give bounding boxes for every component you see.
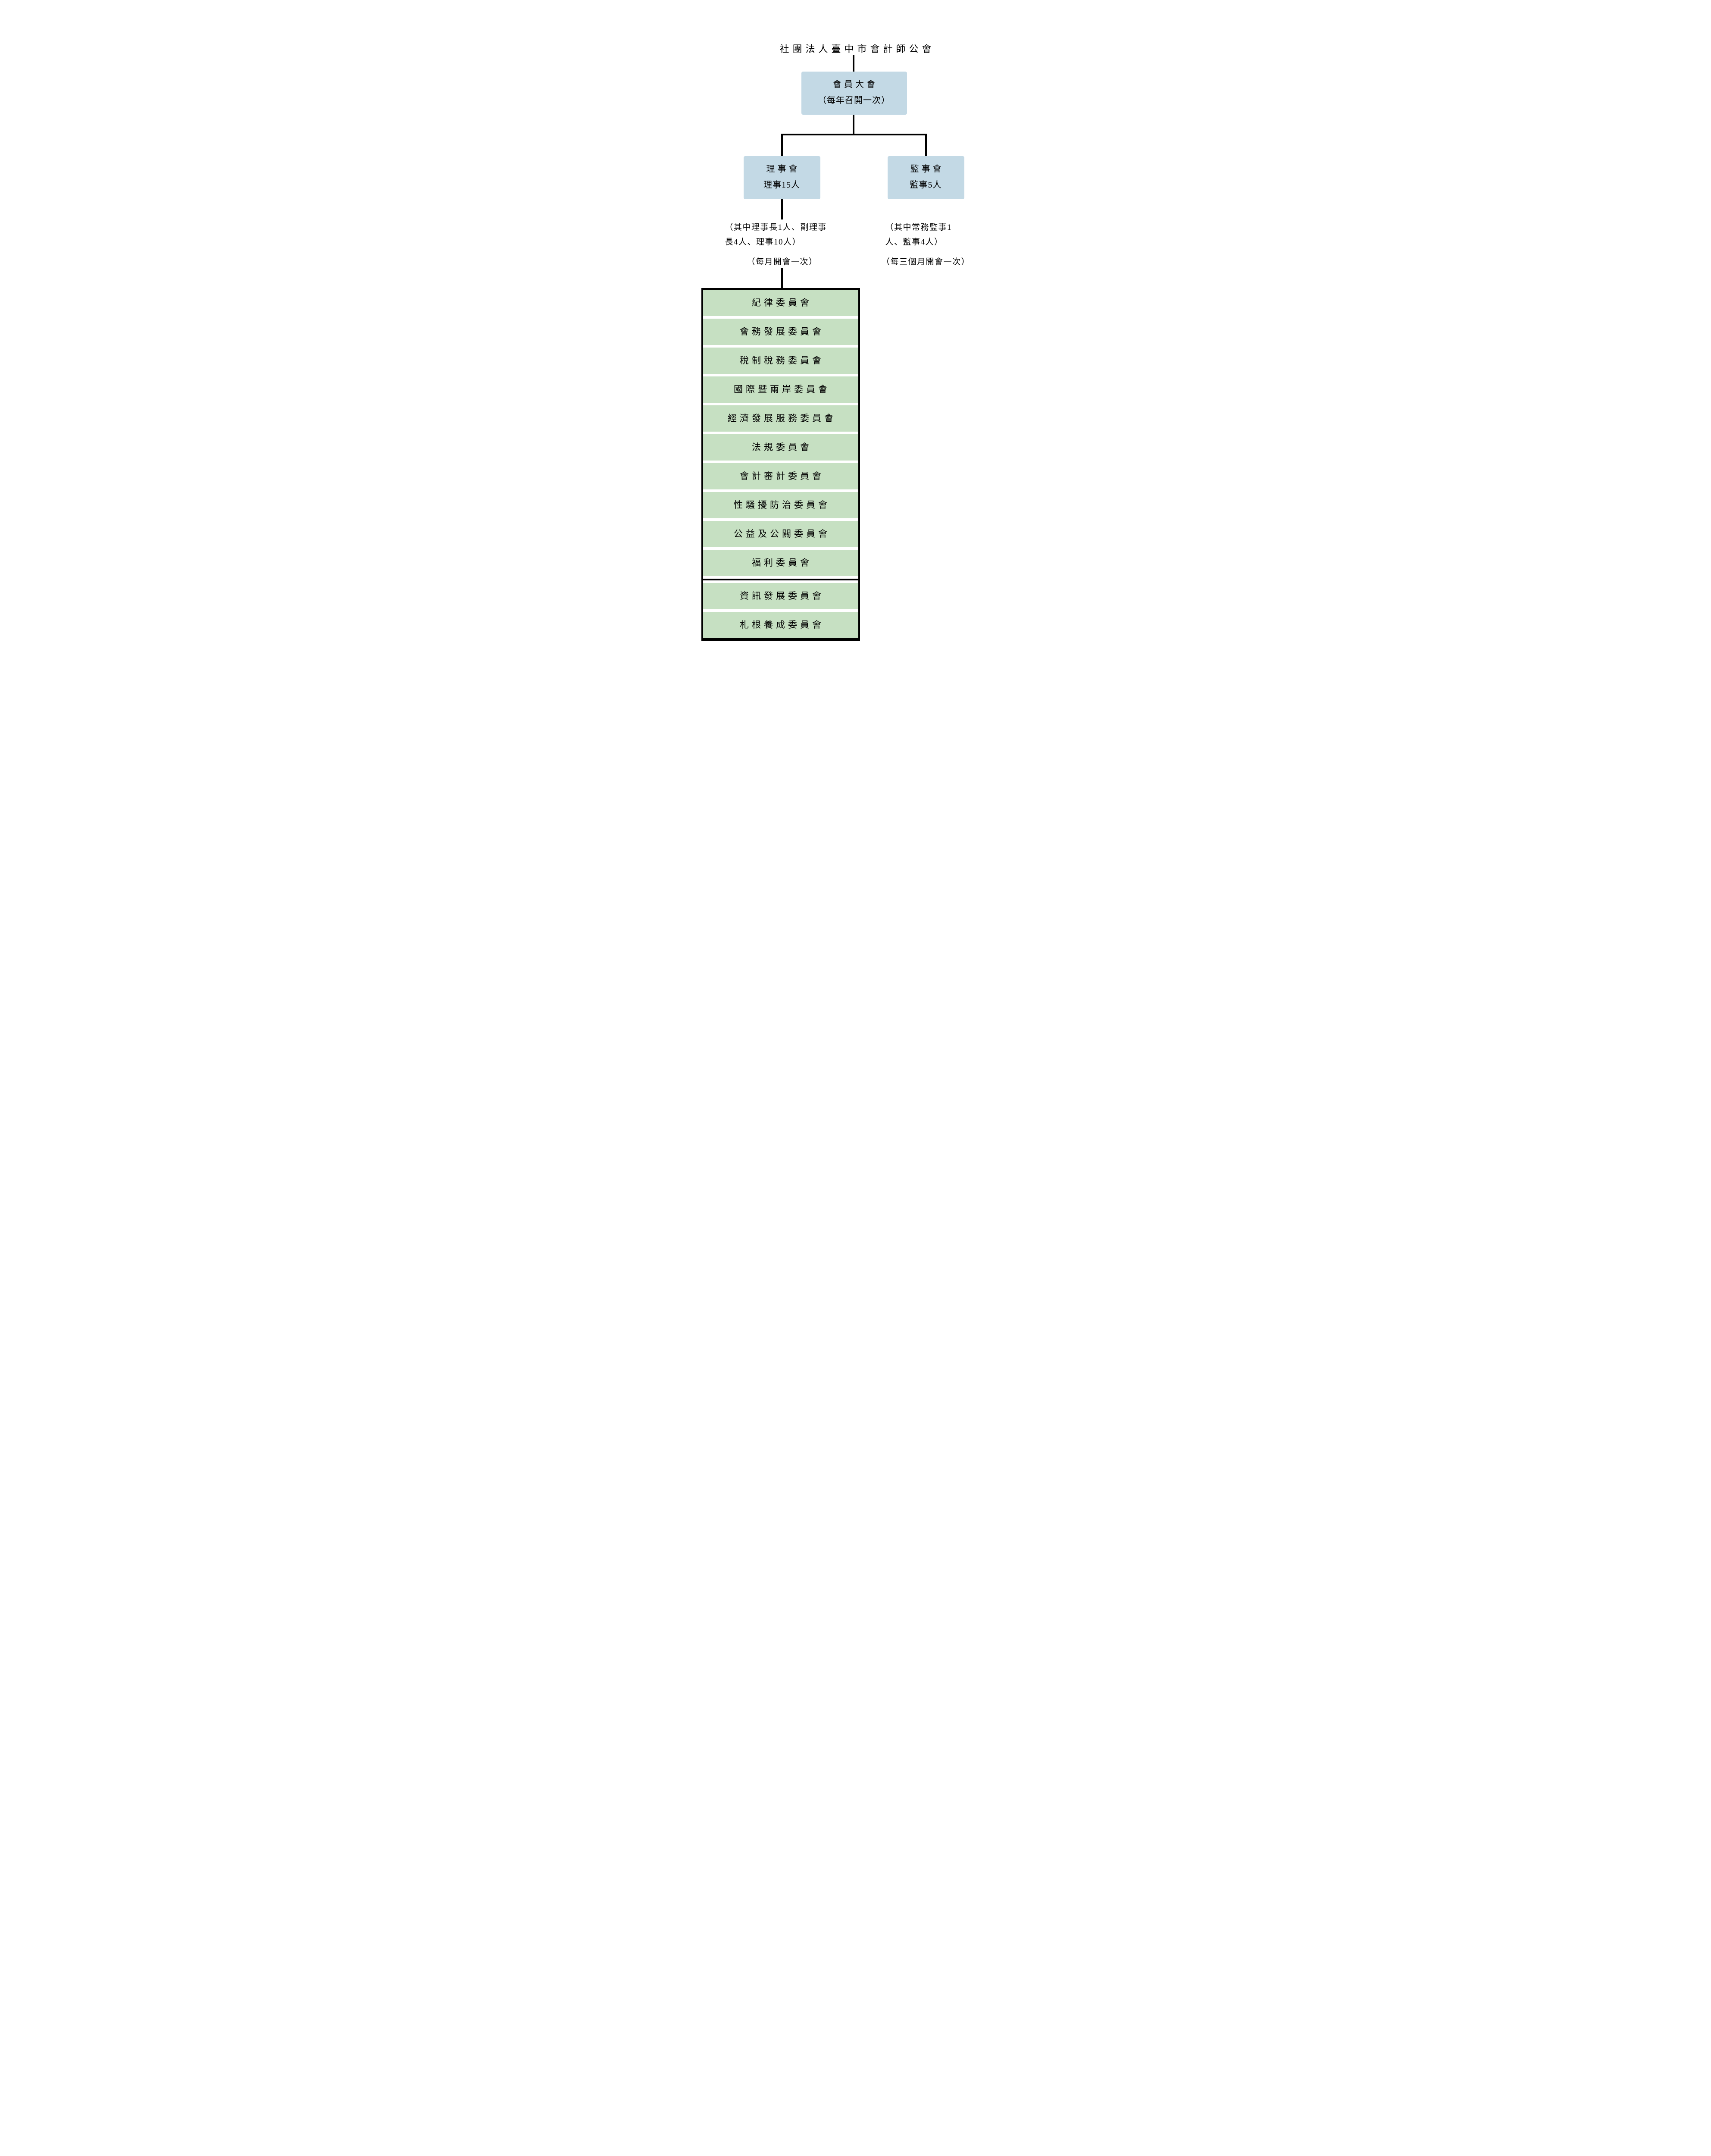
node-general-assembly: 會員大會 （每年召開一次） xyxy=(801,72,907,115)
committee-row-7: 會計審計委員會 xyxy=(703,463,858,489)
committee-row-6: 法規委員會 xyxy=(703,434,858,461)
node-board-of-supervisors: 監事會 監事5人 xyxy=(887,156,964,199)
connector-note-to-committees xyxy=(781,268,783,288)
connector-bar-left-drop xyxy=(781,134,783,156)
directors-note-line1: （其中理事長1人、副理事 xyxy=(725,223,827,232)
org-chart-page: 社團法人臺中市會計師公會 會員大會 （每年召開一次） 理事會 理事15人 監事會… xyxy=(613,0,1098,684)
general-assembly-frequency: （每年召開一次） xyxy=(818,96,890,105)
connector-directors-to-note xyxy=(781,199,783,219)
board-of-directors-headcount: 理事15人 xyxy=(763,180,800,190)
committee-row-3: 稅制稅務委員會 xyxy=(703,348,858,374)
org-title: 社團法人臺中市會計師公會 xyxy=(779,44,935,54)
general-assembly-name: 會員大會 xyxy=(833,80,878,89)
board-of-supervisors-headcount: 監事5人 xyxy=(910,180,942,190)
supervisors-note-line1: （其中常務監事1 xyxy=(885,223,952,232)
committee-list: 紀律委員會會務發展委員會稅制稅務委員會國際暨兩岸委員會經濟發展服務委員會法規委員… xyxy=(701,288,860,641)
connector-title-to-assembly xyxy=(852,55,854,72)
committee-row-8: 性騷擾防治委員會 xyxy=(703,492,858,518)
committee-row-11: 資訊發展委員會 xyxy=(703,583,858,609)
supervisors-meeting-note: （每三個月開會一次） xyxy=(881,257,970,266)
committee-row-12: 札根養成委員會 xyxy=(703,612,858,638)
group-divider xyxy=(701,579,860,580)
committee-row-5: 經濟發展服務委員會 xyxy=(703,405,858,432)
node-board-of-directors: 理事會 理事15人 xyxy=(743,156,820,199)
committee-row-4: 國際暨兩岸委員會 xyxy=(703,376,858,403)
connector-branch-bar xyxy=(781,134,927,135)
committee-row-1: 紀律委員會 xyxy=(703,290,858,316)
directors-note-line2: 長4人、理事10人） xyxy=(725,238,801,247)
connector-bar-right-drop xyxy=(925,134,927,156)
committee-row-2: 會務發展委員會 xyxy=(703,319,858,345)
connector-assembly-to-bar xyxy=(852,115,854,134)
committee-row-10: 福利委員會 xyxy=(703,550,858,576)
supervisors-note: （其中常務監事1 人、監事4人） （每三個月開會一次） xyxy=(879,220,973,270)
directors-meeting-note: （每月開會一次） xyxy=(747,257,818,266)
committee-row-9: 公益及公關委員會 xyxy=(703,521,858,547)
supervisors-note-line2: 人、監事4人） xyxy=(885,238,943,247)
board-of-supervisors-name: 監事會 xyxy=(910,164,944,174)
board-of-directors-name: 理事會 xyxy=(766,164,800,174)
directors-note: （其中理事長1人、副理事 長4人、理事10人） （每月開會一次） xyxy=(725,220,840,270)
